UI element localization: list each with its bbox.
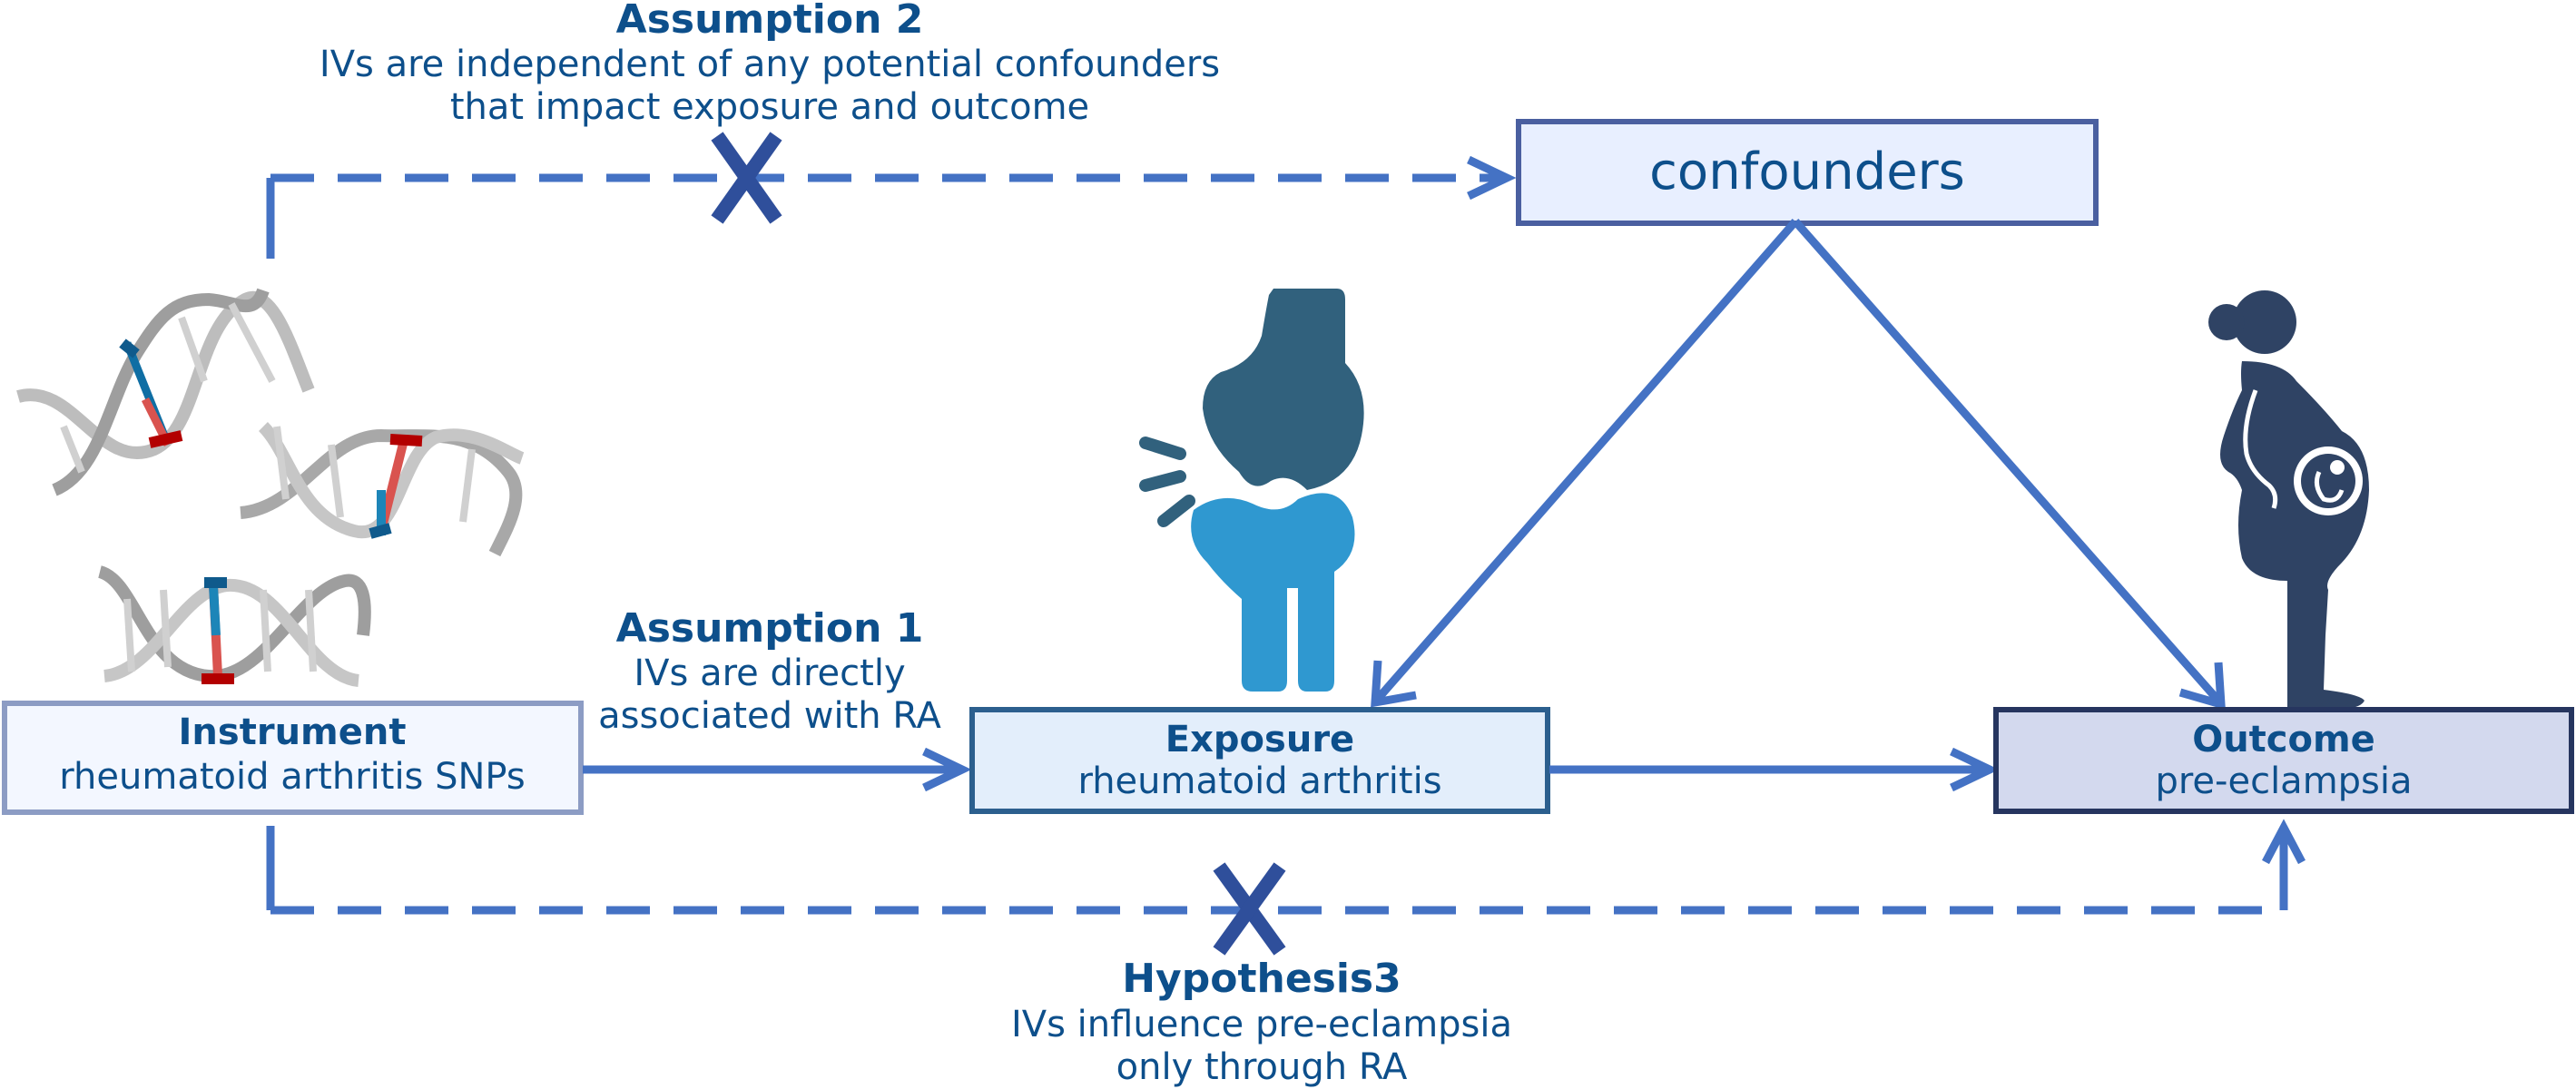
assumption-1-annotation: Assumption 1 IVs are directly associated…: [598, 605, 941, 737]
assumption-1-line-1: IVs are directly: [634, 652, 905, 694]
hypothesis-3-title: Hypothesis3: [1122, 956, 1401, 1002]
assumption-1-line-2: associated with RA: [598, 695, 941, 737]
instrument-to-confounders-dashed-arrow: [266, 155, 1517, 259]
exposure-title: Exposure: [1165, 719, 1354, 760]
exposure-box: Exposure rheumatoid arthritis: [969, 707, 1550, 814]
assumption-2-line-1: IVs are independent of any potential con…: [320, 44, 1220, 85]
pregnant-woman-icon: [2208, 290, 2369, 710]
confounders-to-exposure-arrow: [1371, 219, 1799, 708]
instrument-to-exposure-arrow: [583, 747, 972, 792]
instrument-subtitle: rheumatoid arthritis SNPs: [59, 756, 525, 798]
outcome-title: Outcome: [2192, 719, 2375, 760]
hypothesis-3-line-2: only through RA: [1116, 1046, 1408, 1088]
instrument-box: Instrument rheumatoid arthritis SNPs: [2, 701, 584, 815]
instrument-to-outcome-dashed-arrow: [266, 819, 2306, 915]
confounders-box: confounders: [1516, 119, 2099, 226]
cross-mark-icon: [1213, 862, 1286, 956]
knee-joint-icon: [1139, 289, 1364, 692]
outcome-box: Outcome pre-eclampsia: [1993, 707, 2574, 814]
assumption-2-annotation: Assumption 2 IVs are independent of any …: [320, 0, 1220, 128]
exposure-subtitle: rheumatoid arthritis: [1077, 760, 1441, 802]
assumption-2-title: Assumption 2: [616, 0, 924, 43]
confounders-to-outcome-arrow: [1792, 219, 2226, 711]
hypothesis-3-annotation: Hypothesis3 IVs influence pre-eclampsia …: [1011, 956, 1512, 1088]
hypothesis-3-line-1: IVs influence pre-eclampsia: [1011, 1004, 1512, 1045]
dna-helix-icon: [16, 288, 525, 687]
confounders-label: confounders: [1649, 142, 1965, 201]
outcome-subtitle: pre-eclampsia: [2155, 760, 2412, 802]
assumption-1-title: Assumption 1: [616, 605, 924, 652]
assumption-2-line-2: that impact exposure and outcome: [450, 86, 1089, 128]
instrument-title: Instrument: [179, 711, 407, 753]
cross-mark-icon: [711, 132, 782, 224]
exposure-to-outcome-arrow: [1549, 747, 2000, 792]
